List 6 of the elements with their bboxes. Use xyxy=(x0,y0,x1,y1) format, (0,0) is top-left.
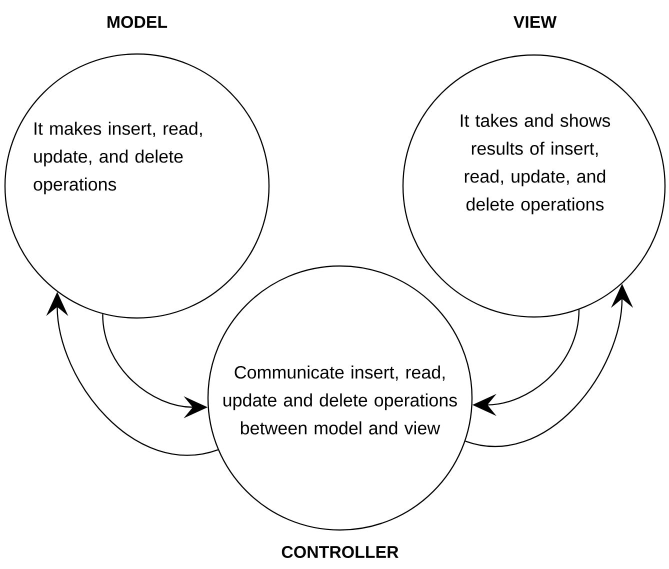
node-text: Communicate insert, read, update and delete operations between model and view xyxy=(224,366,457,434)
heading: VIEW xyxy=(513,16,557,28)
node-text: It takes and shows results of insert, read, update, and delete operations xyxy=(460,114,610,214)
heading: MODEL xyxy=(108,16,168,28)
heading: CONTROLLER xyxy=(282,546,398,558)
node-text: It makes insert, read, update, and delete operations xyxy=(34,122,202,194)
